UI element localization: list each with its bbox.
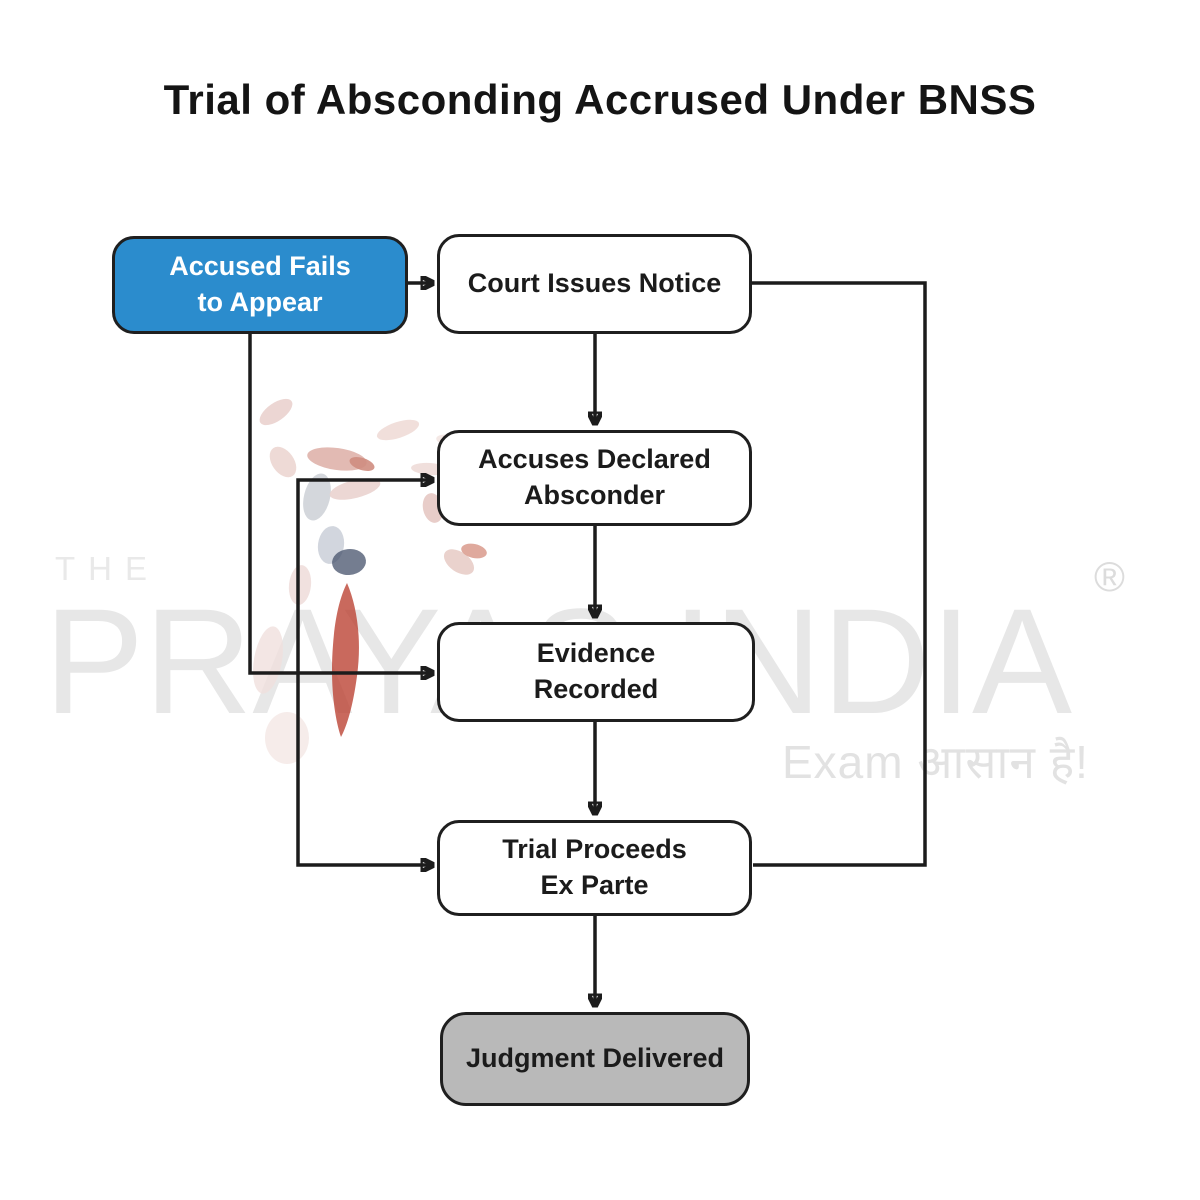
node-label-line1: Court Issues Notice (467, 268, 722, 299)
node-label-line2: Absconder (523, 480, 666, 510)
node-label-line1: Trial Proceeds (502, 834, 687, 865)
diagram-title: Trial of Absconding Accrused Under BNSS (163, 76, 1037, 123)
node-label-line2: Ex Parte (540, 870, 649, 900)
registered-trademark-icon: ® (1094, 553, 1125, 600)
node-label-line1: Evidence (536, 638, 656, 669)
flow-node-accuses-declared-absconder: Accuses Declared Absconder (437, 430, 752, 526)
watermark-the-text: THE (55, 550, 160, 587)
node-label-line1: Accuses Declared (478, 444, 711, 475)
flow-node-judgment-delivered: Judgment Delivered (440, 1012, 750, 1106)
flow-node-court-issues-notice: Court Issues Notice (437, 234, 752, 334)
node-label-line1: Accused Fails (169, 251, 351, 282)
flow-node-evidence-recorded: Evidence Recorded (437, 622, 755, 722)
node-label-line2: to Appear (197, 287, 323, 317)
watermark-tagline-text: Exam आसान है! (782, 736, 1089, 788)
node-label-line1: Judgment Delivered (465, 1043, 725, 1074)
flow-node-trial-proceeds-ex-parte: Trial Proceeds Ex Parte (437, 820, 752, 916)
flow-node-accused-fails-to-appear: Accused Fails to Appear (112, 236, 408, 334)
node-label-line2: Recorded (533, 674, 659, 704)
